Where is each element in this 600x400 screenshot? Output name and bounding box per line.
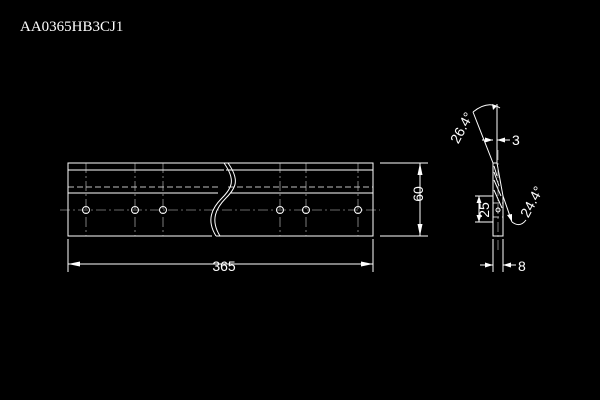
thickness-dimension: 8 <box>480 239 526 274</box>
arrowhead <box>476 215 482 222</box>
break-line <box>210 162 232 237</box>
hole-position-label: 25 <box>476 202 492 218</box>
blade-outline-left <box>67 162 225 237</box>
thickness-label: 8 <box>518 258 526 274</box>
angle-arc <box>511 219 527 226</box>
top-angle-dimension: 26.4° <box>447 104 501 164</box>
hole-pattern <box>82 163 362 236</box>
arrowhead <box>503 262 511 268</box>
blade-profile <box>492 162 504 237</box>
edge-thickness-label: 3 <box>512 132 520 148</box>
break-line <box>214 162 236 237</box>
front-view <box>60 162 380 237</box>
arrowhead <box>485 137 493 143</box>
bottom-angle-label: 24.4° <box>517 183 547 220</box>
height-dimension: 60 <box>380 162 428 237</box>
angle-arc <box>472 104 501 113</box>
edge-thickness-dimension: 3 <box>482 132 520 148</box>
arrowhead <box>476 196 482 203</box>
angle-leader <box>472 111 494 164</box>
bevel-hatch <box>493 171 500 187</box>
arrowhead <box>417 224 423 236</box>
bevel-hatch <box>493 179 502 197</box>
arrowhead <box>68 261 80 267</box>
top-angle-label: 26.4° <box>447 109 477 146</box>
arrowhead <box>361 261 373 267</box>
side-hole <box>495 207 501 213</box>
arrowhead <box>507 214 512 222</box>
arrowhead <box>492 104 497 110</box>
hole-position-dimension: 25 <box>475 195 493 223</box>
blade-outline-right <box>216 162 374 237</box>
height-dimension-label: 60 <box>410 186 426 202</box>
arrowhead <box>417 163 423 175</box>
arrowhead <box>485 262 493 268</box>
bottom-angle-dimension: 24.4° <box>502 183 547 226</box>
arrowhead <box>497 137 505 143</box>
part-code-title: AA0365HB3CJ1 <box>20 19 123 35</box>
length-dimension-label: 365 <box>212 258 236 274</box>
side-view <box>492 150 504 252</box>
bevel-hatch <box>493 165 498 177</box>
length-dimension: 365 <box>67 239 374 274</box>
